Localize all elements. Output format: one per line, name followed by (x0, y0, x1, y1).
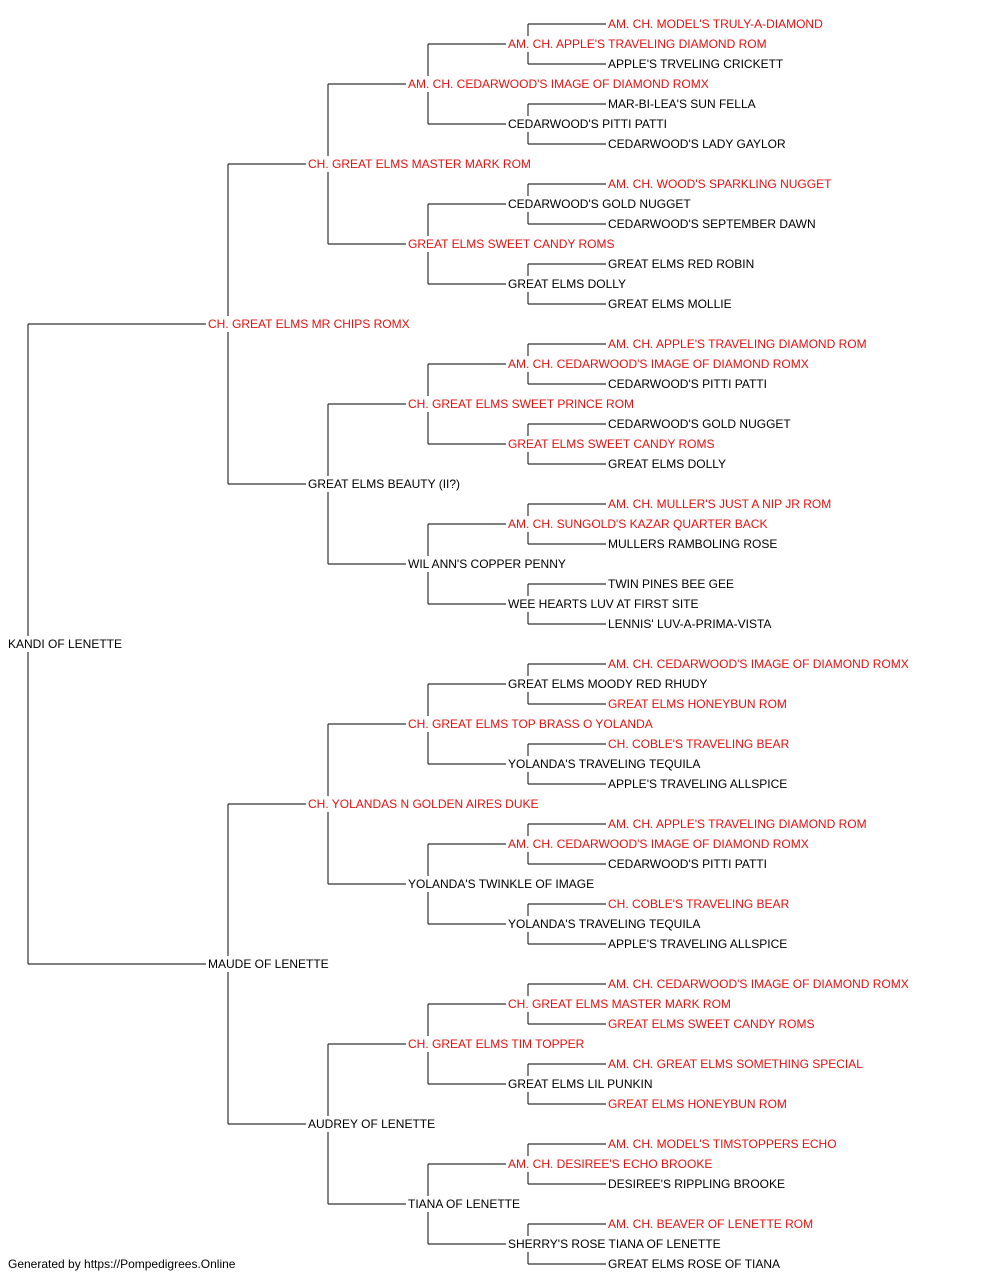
dog-name-gen3: WIL ANN'S COPPER PENNY (408, 557, 566, 571)
dog-name-gen5: GREAT ELMS HONEYBUN ROM (608, 697, 787, 711)
dog-name-gen4: AM. CH. SUNGOLD'S KAZAR QUARTER BACK (508, 517, 768, 531)
dog-name-gen5: MAR-BI-LEA'S SUN FELLA (608, 97, 756, 111)
dog-name-gen4: YOLANDA'S TRAVELING TEQUILA (508, 917, 701, 931)
dog-name-gen4: WEE HEARTS LUV AT FIRST SITE (508, 597, 699, 611)
dog-name-gen5: AM. CH. BEAVER OF LENETTE ROM (608, 1217, 814, 1231)
dog-name-gen5: TWIN PINES BEE GEE (608, 577, 735, 591)
dog-name-gen5: AM. CH. APPLE'S TRAVELING DIAMOND ROM (608, 337, 867, 351)
dog-name-gen5: LENNIS' LUV-A-PRIMA-VISTA (608, 617, 772, 631)
dog-name-gen5: GREAT ELMS SWEET CANDY ROMS (608, 1017, 815, 1031)
dog-name-gen5: CEDARWOOD'S SEPTEMBER DAWN (608, 217, 816, 231)
dog-name-gen5: AM. CH. MODEL'S TIMSTOPPERS ECHO (608, 1137, 837, 1151)
dog-name-gen5: CEDARWOOD'S LADY GAYLOR (608, 137, 786, 151)
dog-name-gen2: CH. YOLANDAS N GOLDEN AIRES DUKE (308, 797, 539, 811)
dog-name-gen3: YOLANDA'S TWINKLE OF IMAGE (408, 877, 595, 891)
dog-name-gen5: GREAT ELMS ROSE OF TIANA (608, 1257, 781, 1271)
dog-name-gen4: GREAT ELMS LIL PUNKIN (508, 1077, 653, 1091)
dog-name-gen4: CEDARWOOD'S PITTI PATTI (508, 117, 667, 131)
dog-name-gen5: DESIREE'S RIPPLING BROOKE (608, 1177, 786, 1191)
footer-credit: Generated by https://Pompedigrees.Online (8, 1257, 236, 1271)
dog-name-gen5: AM. CH. APPLE'S TRAVELING DIAMOND ROM (608, 817, 867, 831)
dog-name-gen5: GREAT ELMS DOLLY (608, 457, 727, 471)
dog-name-gen4: AM. CH. APPLE'S TRAVELING DIAMOND ROM (508, 37, 767, 51)
dog-name-gen3: AM. CH. CEDARWOOD'S IMAGE OF DIAMOND ROM… (408, 77, 709, 91)
dog-name-gen2: AUDREY OF LENETTE (308, 1117, 436, 1131)
dog-name-gen4: AM. CH. CEDARWOOD'S IMAGE OF DIAMOND ROM… (508, 357, 809, 371)
dog-name-gen3: TIANA OF LENETTE (408, 1197, 521, 1211)
dog-name-gen4: GREAT ELMS SWEET CANDY ROMS (508, 437, 715, 451)
dog-name-gen3: GREAT ELMS SWEET CANDY ROMS (408, 237, 615, 251)
dog-name-gen5: MULLERS RAMBOLING ROSE (608, 537, 778, 551)
dog-name-gen2: GREAT ELMS BEAUTY (II?) (308, 477, 461, 491)
dog-name-gen5: APPLE'S TRVELING CRICKETT (608, 57, 784, 71)
dog-name-gen5: APPLE'S TRAVELING ALLSPICE (608, 777, 788, 791)
dog-name-gen4: AM. CH. DESIREE'S ECHO BROOKE (508, 1157, 713, 1171)
dog-name-gen5: CEDARWOOD'S GOLD NUGGET (608, 417, 791, 431)
dog-name-gen5: GREAT ELMS HONEYBUN ROM (608, 1097, 787, 1111)
dog-name-gen4: AM. CH. CEDARWOOD'S IMAGE OF DIAMOND ROM… (508, 837, 809, 851)
dog-name-gen3: CH. GREAT ELMS SWEET PRINCE ROM (408, 397, 635, 411)
dog-name-gen3: CH. GREAT ELMS TIM TOPPER (408, 1037, 585, 1051)
dog-name-gen5: AM. CH. CEDARWOOD'S IMAGE OF DIAMOND ROM… (608, 657, 909, 671)
dog-name-gen4: GREAT ELMS DOLLY (508, 277, 627, 291)
dog-name-gen4: GREAT ELMS MOODY RED RHUDY (508, 677, 708, 691)
dog-name-gen5: CEDARWOOD'S PITTI PATTI (608, 377, 767, 391)
dog-name-gen5: CH. COBLE'S TRAVELING BEAR (608, 897, 790, 911)
dog-name-gen5: GREAT ELMS RED ROBIN (608, 257, 755, 271)
dog-name-gen1: MAUDE OF LENETTE (208, 957, 329, 971)
dog-name-gen4: SHERRY'S ROSE TIANA OF LENETTE (508, 1237, 721, 1251)
dog-name-gen1: CH. GREAT ELMS MR CHIPS ROMX (208, 317, 410, 331)
dog-name-gen5: AM. CH. MULLER'S JUST A NIP JR ROM (608, 497, 832, 511)
dog-name-gen3: CH. GREAT ELMS TOP BRASS O YOLANDA (408, 717, 653, 731)
dog-name-gen4: CEDARWOOD'S GOLD NUGGET (508, 197, 691, 211)
dog-name-gen5: AM. CH. MODEL'S TRULY-A-DIAMOND (608, 17, 823, 31)
dog-name-gen5: GREAT ELMS MOLLIE (608, 297, 732, 311)
dog-name-gen5: CEDARWOOD'S PITTI PATTI (608, 857, 767, 871)
dog-name-gen4: CH. GREAT ELMS MASTER MARK ROM (508, 997, 731, 1011)
dog-name-gen2: CH. GREAT ELMS MASTER MARK ROM (308, 157, 531, 171)
dog-name-gen5: APPLE'S TRAVELING ALLSPICE (608, 937, 788, 951)
dog-name-gen5: AM. CH. CEDARWOOD'S IMAGE OF DIAMOND ROM… (608, 977, 909, 991)
dog-name-gen4: YOLANDA'S TRAVELING TEQUILA (508, 757, 701, 771)
dog-name-gen5: AM. CH. WOOD'S SPARKLING NUGGET (608, 177, 832, 191)
dog-name-gen0: KANDI OF LENETTE (8, 637, 123, 651)
dog-name-gen5: CH. COBLE'S TRAVELING BEAR (608, 737, 790, 751)
dog-name-gen5: AM. CH. GREAT ELMS SOMETHING SPECIAL (608, 1057, 863, 1071)
